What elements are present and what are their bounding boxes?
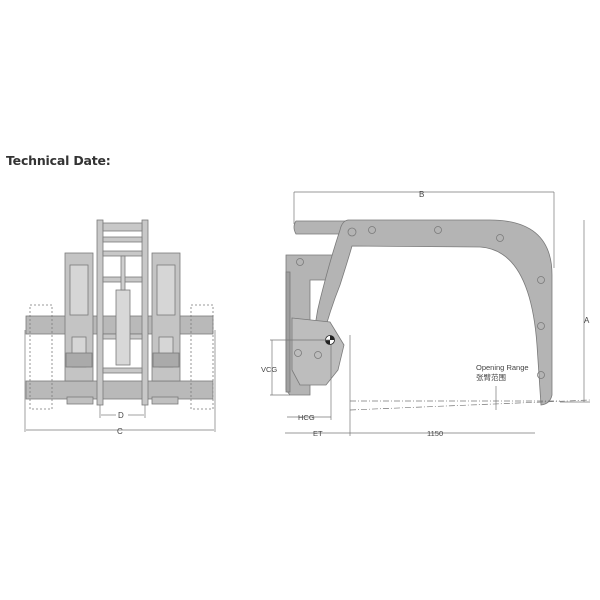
dimension-hcg-label: HCG (298, 413, 315, 422)
dimension-c-label: C (117, 427, 123, 436)
dimension-vcg-label: VCG (261, 365, 277, 374)
side-dimensions (270, 191, 591, 436)
front-dimensions (24, 330, 216, 432)
side-view (285, 219, 553, 406)
dimension-1150-label: 1150 (427, 429, 443, 438)
front-view (25, 219, 214, 410)
dimension-b-label: B (419, 190, 424, 199)
dimension-et-label: ET (313, 429, 323, 438)
dimension-d-label: D (118, 411, 124, 420)
opening-range-cn-label: 张臂范围 (476, 372, 506, 382)
dimension-a-label: A (584, 316, 590, 325)
section-title: Technical Date: (6, 153, 111, 168)
opening-range-label: Opening Range (476, 363, 529, 372)
